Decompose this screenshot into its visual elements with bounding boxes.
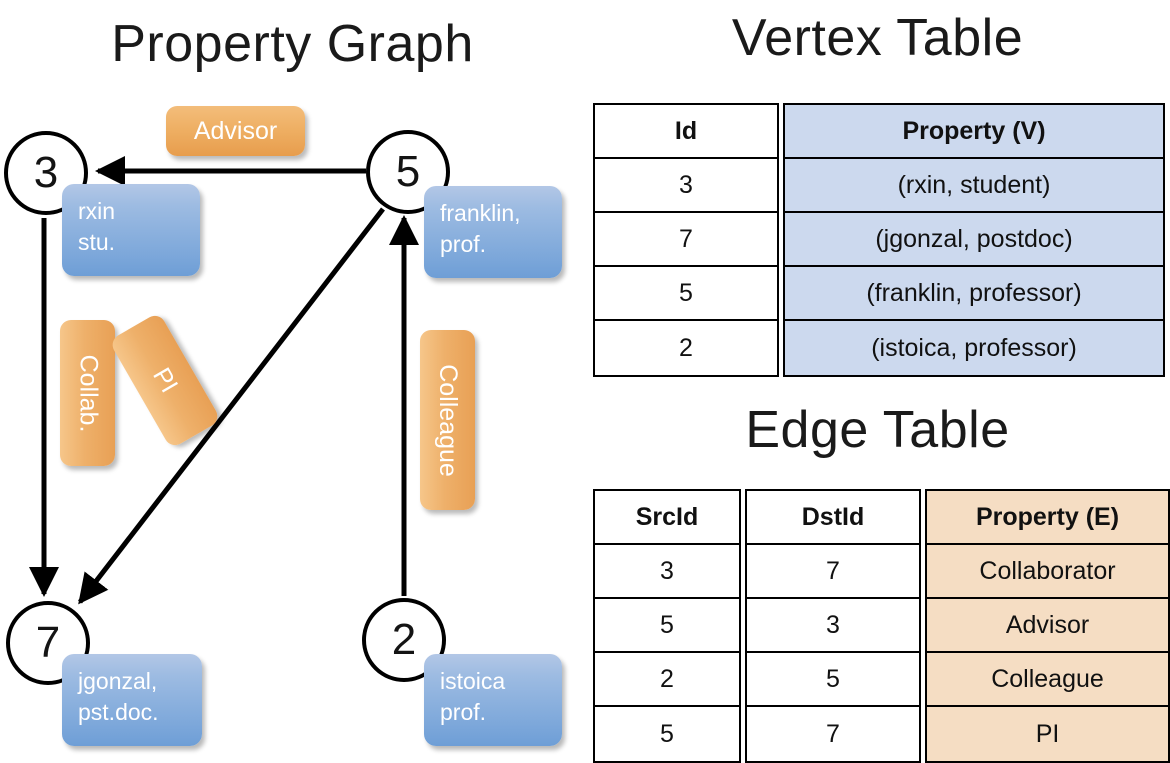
- vertex-table-row-0-property: (rxin, student): [785, 159, 1163, 213]
- edge-table-row-3-src: 5: [660, 719, 674, 748]
- graph-edges-svg: [29, 156, 419, 605]
- edge-label-colleague: Colleague: [420, 330, 475, 510]
- vertex-property-box-5: franklin, prof.: [424, 186, 562, 278]
- edge-table-row-2-property: Colleague: [927, 653, 1168, 707]
- page-title-vertex-table: Vertex Table: [731, 9, 1024, 67]
- edge-table-row-2-dst: 5: [747, 653, 919, 707]
- vertex-property-box-2: istoica prof.: [424, 654, 562, 746]
- edge-table: SrcId 3 5 2 5 DstId 7 3 5 7 Property (E)…: [593, 489, 1170, 763]
- vertex-table-header-property: Property (V): [785, 105, 1163, 159]
- vertex-table-row-1-id: 7: [595, 213, 777, 267]
- page-title-property-graph: Property Graph: [111, 15, 474, 73]
- vertex-table-row-2-property: (franklin, professor): [785, 267, 1163, 321]
- edge-table-row-0-property: Collaborator: [927, 545, 1168, 599]
- vertex-table: Id 3 7 5 2 Property (V) (rxin, student) …: [593, 103, 1165, 377]
- vertex-table-row-3-id: 2: [679, 333, 693, 362]
- edge-table-column-srcid: SrcId 3 5 2 5: [593, 489, 741, 763]
- edge-5-to-7: [78, 207, 385, 605]
- edge-label-collab-text: Collab.: [74, 354, 103, 432]
- graph-node-5[interactable]: 5: [366, 130, 450, 214]
- vertex-table-row-1-property: (jgonzal, postdoc): [785, 213, 1163, 267]
- edge-table-row-1-dst: 3: [747, 599, 919, 653]
- edge-table-row-3-dst: 7: [826, 719, 840, 748]
- vertex-property-7-line1: jgonzal,: [78, 668, 158, 694]
- edge-label-advisor-text: Advisor: [193, 116, 278, 145]
- graph-node-2[interactable]: 2: [362, 598, 446, 682]
- vertex-table-header-id: Id: [595, 105, 777, 159]
- edge-table-header-dstid: DstId: [747, 491, 919, 545]
- edge-label-pi-text: PI: [147, 363, 184, 398]
- vertex-table-row-3-property: (istoica, professor): [785, 321, 1163, 375]
- edge-table-column-property: Property (E) Collaborator Advisor Collea…: [925, 489, 1170, 763]
- vertex-property-box-3: rxin stu.: [62, 184, 200, 276]
- edge-table-row-0-dst: 7: [747, 545, 919, 599]
- vertex-property-box-7: jgonzal, pst.doc.: [62, 654, 202, 746]
- vertex-property-3-line1: rxin: [78, 198, 116, 224]
- vertex-table-column-property: Property (V) (rxin, student) (jgonzal, p…: [783, 103, 1165, 377]
- vertex-property-7-line2: pst.doc.: [78, 698, 159, 725]
- edge-label-colleague-text: Colleague: [434, 363, 462, 477]
- vertex-property-2-line2: prof.: [440, 698, 487, 725]
- vertex-table-row-2-id: 5: [595, 267, 777, 321]
- property-graph-panel: 3 5 7 2 rxin stu. franklin, prof. jgonza…: [0, 0, 585, 760]
- vertex-table-row-0-id: 3: [595, 159, 777, 213]
- page-title-edge-table: Edge Table: [745, 401, 1010, 459]
- edge-table-row-2-src: 2: [595, 653, 739, 707]
- vertex-property-5-line2: prof.: [440, 230, 487, 257]
- vertex-property-3-line2: stu.: [78, 228, 116, 255]
- edge-table-header-property: Property (E): [927, 491, 1168, 545]
- vertex-table-column-id: Id 3 7 5 2: [593, 103, 779, 377]
- edge-table-row-1-property: Advisor: [927, 599, 1168, 653]
- edge-label-collab: Collab.: [60, 320, 115, 466]
- vertex-property-2-line1: istoica: [440, 668, 506, 694]
- edge-table-row-3-property: PI: [927, 707, 1168, 761]
- edge-table-row-1-src: 5: [595, 599, 739, 653]
- edge-table-header-srcid: SrcId: [595, 491, 739, 545]
- edge-table-column-dstid: DstId 7 3 5 7: [745, 489, 921, 763]
- edge-label-advisor: Advisor: [166, 106, 305, 156]
- edge-table-row-0-src: 3: [595, 545, 739, 599]
- vertex-property-5-line1: franklin,: [440, 200, 521, 226]
